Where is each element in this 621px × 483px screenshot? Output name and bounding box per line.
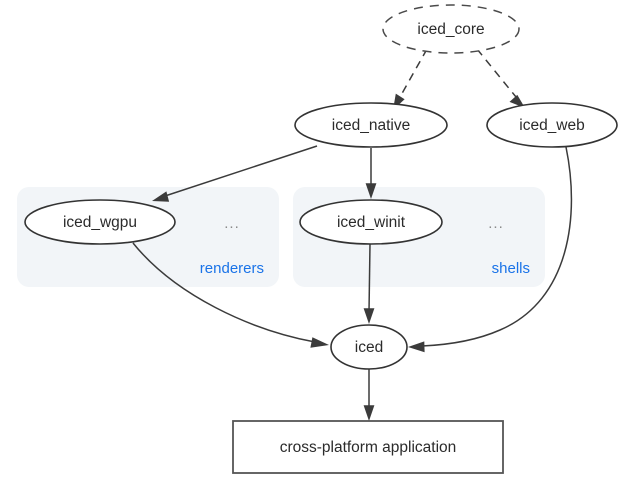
node-iced-web-label: iced_web <box>519 117 585 134</box>
edge-iced-wgpu-to-iced <box>132 242 329 348</box>
node-iced-label: iced <box>355 339 383 356</box>
node-iced-core-label: iced_core <box>417 21 484 38</box>
node-iced-native-shape[interactable] <box>294 102 448 148</box>
cluster-renderers-ellipsis: ... <box>224 215 240 232</box>
cluster-renderers-label: renderers <box>200 260 264 277</box>
edge-iced-core-to-iced-native <box>393 48 428 110</box>
edge-iced-native-to-iced-winit <box>365 148 377 199</box>
node-iced-web-shape[interactable] <box>486 102 618 148</box>
node-iced-wgpu[interactable]: iced_wgpu <box>24 199 176 245</box>
node-iced-native-label: iced_native <box>332 117 410 134</box>
node-iced-wgpu-label: iced_wgpu <box>63 214 137 231</box>
node-iced-wgpu-shape[interactable] <box>24 199 176 245</box>
node-iced-core[interactable]: iced_core <box>382 4 520 54</box>
node-app-label: cross-platform application <box>280 439 457 456</box>
cluster-shells-label: shells <box>492 260 530 277</box>
cluster-shells-ellipsis: ... <box>488 215 504 232</box>
edge-iced-web-to-iced <box>408 146 573 353</box>
edge-iced-native-to-iced-wgpu <box>152 145 318 202</box>
node-cross-platform-application[interactable]: cross-platform application <box>232 420 504 474</box>
node-app-shape[interactable] <box>232 420 504 474</box>
node-iced[interactable]: iced <box>330 324 408 370</box>
node-iced-winit-label: iced_winit <box>337 214 406 231</box>
node-iced-core-shape[interactable] <box>382 4 520 54</box>
node-iced-shape[interactable] <box>330 324 408 370</box>
node-iced-web[interactable]: iced_web <box>486 102 618 148</box>
edge-iced-core-to-iced-web <box>476 48 525 108</box>
edge-iced-winit-to-iced <box>363 243 375 324</box>
node-iced-winit[interactable]: iced_winit <box>299 199 443 245</box>
edge-iced-to-app <box>363 369 375 421</box>
node-iced-winit-shape[interactable] <box>299 199 443 245</box>
node-iced-native[interactable]: iced_native <box>294 102 448 148</box>
